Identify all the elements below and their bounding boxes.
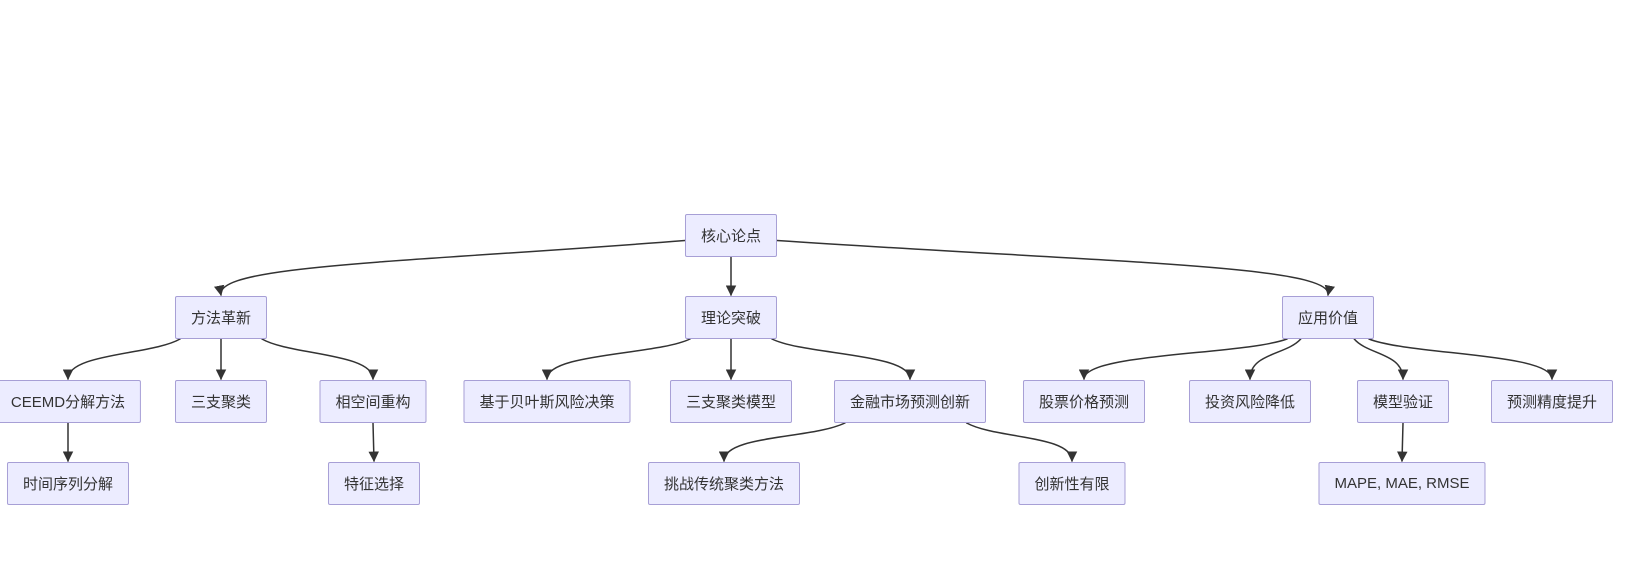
node-limited: 创新性有限 (1018, 462, 1126, 505)
node-phase-space: 相空间重构 (319, 380, 427, 423)
edge-application-risk (1244, 338, 1302, 381)
edge-application-validation (1353, 338, 1409, 381)
node-ts-decomp: 时间序列分解 (6, 462, 130, 505)
node-ceemd: CEEMD分解方法 (0, 380, 142, 423)
node-metrics: MAPE, MAE, RMSE (1318, 462, 1486, 505)
node-precision: 预测精度提升 (1490, 380, 1614, 423)
node-bayes: 基于贝叶斯风险决策 (463, 380, 631, 423)
edge-method-ceemd (62, 338, 181, 381)
edge-method-phase-space (261, 338, 379, 381)
node-theory: 理论突破 (684, 296, 778, 339)
node-stock: 股票价格预测 (1022, 380, 1146, 423)
node-challenge: 挑战传统聚类方法 (647, 462, 801, 505)
edge-finance-challenge (718, 422, 846, 463)
node-root: 核心论点 (684, 214, 778, 257)
edge-finance-limited (965, 422, 1078, 463)
node-feature: 特征选择 (327, 462, 421, 505)
edge-theory-bayes (541, 338, 691, 381)
edge-application-precision (1368, 338, 1558, 381)
node-three-way: 三支聚类 (174, 380, 268, 423)
edge-root-application (776, 239, 1335, 297)
node-validation: 模型验证 (1356, 380, 1450, 423)
node-finance: 金融市场预测创新 (833, 380, 987, 423)
edge-application-stock (1078, 338, 1288, 381)
node-twc-model: 三支聚类模型 (669, 380, 793, 423)
edge-root-method (214, 239, 686, 297)
edge-theory-finance (771, 338, 916, 381)
node-application: 应用价值 (1281, 296, 1375, 339)
node-risk: 投资风险降低 (1188, 380, 1312, 423)
edge-validation-metrics (1397, 422, 1408, 463)
edge-phase-space-feature (368, 422, 379, 463)
node-method: 方法革新 (174, 296, 268, 339)
